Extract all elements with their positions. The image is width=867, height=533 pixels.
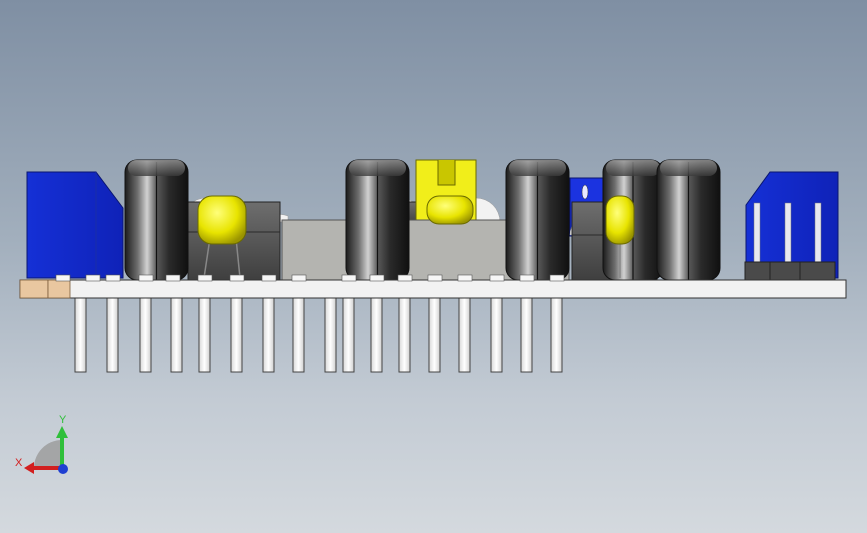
ceramic-cap-1 bbox=[197, 195, 247, 279]
left-terminal-block bbox=[26, 171, 124, 279]
z-axis-dot bbox=[58, 464, 68, 474]
solder-foot-8 bbox=[261, 274, 277, 282]
pin-3 bbox=[139, 297, 152, 373]
pin-15 bbox=[490, 297, 503, 373]
pad-2 bbox=[47, 279, 71, 299]
solder-foot-4 bbox=[138, 274, 154, 282]
solder-foot-16 bbox=[519, 274, 535, 282]
pin-8 bbox=[292, 297, 305, 373]
component-feet bbox=[55, 274, 565, 282]
pin-7 bbox=[262, 297, 275, 373]
pin-14 bbox=[458, 297, 471, 373]
pad-1 bbox=[19, 279, 49, 299]
solder-foot-10 bbox=[341, 274, 357, 282]
right-terminal-block bbox=[744, 171, 839, 281]
electrolytic-cap-3 bbox=[505, 159, 570, 281]
pin-4 bbox=[170, 297, 183, 373]
ceramic-cap-2 bbox=[426, 195, 474, 225]
pin-12 bbox=[398, 297, 411, 373]
electrolytic-cap-1 bbox=[124, 159, 189, 281]
axis-x-label: X bbox=[15, 457, 23, 469]
pin-11 bbox=[370, 297, 383, 373]
solder-foot-2 bbox=[85, 274, 101, 282]
pcb-board bbox=[19, 279, 847, 299]
header-pins bbox=[74, 297, 563, 373]
solder-foot-1 bbox=[55, 274, 71, 282]
pin-6 bbox=[230, 297, 243, 373]
solder-foot-13 bbox=[427, 274, 443, 282]
ceramic-cap-3 bbox=[605, 195, 635, 278]
axis-y-label: Y bbox=[59, 414, 67, 426]
pin-9 bbox=[324, 297, 337, 373]
electrolytic-cap-2 bbox=[345, 159, 410, 281]
pin-13 bbox=[428, 297, 441, 373]
pin-5 bbox=[198, 297, 211, 373]
solder-foot-3 bbox=[105, 274, 121, 282]
solder-foot-7 bbox=[229, 274, 245, 282]
solder-foot-6 bbox=[197, 274, 213, 282]
pin-10 bbox=[342, 297, 355, 373]
pin-2 bbox=[106, 297, 119, 373]
pin-17 bbox=[550, 297, 563, 373]
solder-foot-14 bbox=[457, 274, 473, 282]
electrolytic-cap-5 bbox=[656, 159, 721, 281]
pin-1 bbox=[74, 297, 87, 373]
solder-foot-12 bbox=[397, 274, 413, 282]
electrolytic-capacitors bbox=[124, 159, 721, 281]
coordinate-triad bbox=[24, 426, 68, 474]
solder-foot-5 bbox=[165, 274, 181, 282]
solder-foot-9 bbox=[291, 274, 307, 282]
pin-16 bbox=[520, 297, 533, 373]
x-axis-arrow bbox=[24, 462, 34, 474]
y-axis-arrow bbox=[56, 426, 68, 438]
solder-foot-17 bbox=[549, 274, 565, 282]
triad-quadrant bbox=[34, 440, 62, 468]
solder-foot-11 bbox=[369, 274, 385, 282]
solder-foot-15 bbox=[489, 274, 505, 282]
